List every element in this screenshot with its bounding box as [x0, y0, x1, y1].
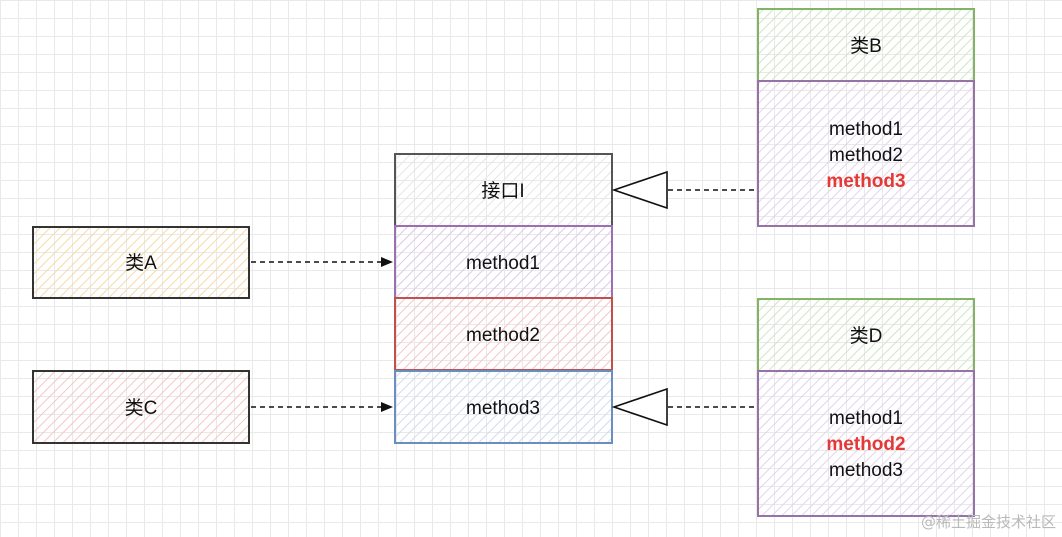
interface-i: 接口I method1 method2 method3 [394, 153, 613, 444]
interface-method3: method3 [466, 398, 540, 419]
class-a-box: 类A [32, 226, 250, 299]
interface-method2: method2 [466, 325, 540, 346]
interface-title-cell [394, 153, 613, 227]
class-d-method1: method1 [829, 408, 903, 429]
hollow-triangle-icon [611, 170, 668, 210]
interface-title: 接口I [481, 180, 524, 202]
interface-method3-cell [394, 370, 613, 444]
hollow-triangle-icon [611, 387, 668, 427]
realization-arrow-b-to-interface [611, 170, 757, 210]
watermark: @稀土掘金技术社区 [920, 513, 1056, 531]
class-b-method2: method2 [829, 145, 903, 166]
class-d-method3: method3 [829, 460, 903, 481]
class-c-box: 类C [32, 370, 250, 444]
class-c-label: 类C [125, 397, 158, 419]
class-d-box: 类D method1 method2 method3 [757, 298, 975, 517]
realization-arrow-d-to-interface [611, 387, 757, 427]
class-d-body [757, 370, 975, 517]
class-b-body [757, 80, 975, 227]
class-d-label: 类D [850, 325, 883, 347]
class-d-method2: method2 [826, 434, 905, 455]
class-b-method3: method3 [826, 171, 905, 192]
interface-method1-cell [394, 225, 613, 299]
class-a-label: 类A [125, 252, 157, 274]
class-b-method1: method1 [829, 119, 903, 140]
interface-method1: method1 [466, 253, 540, 274]
class-b-box: 类B method1 method2 method3 [757, 8, 975, 227]
class-b-label: 类B [850, 35, 882, 57]
